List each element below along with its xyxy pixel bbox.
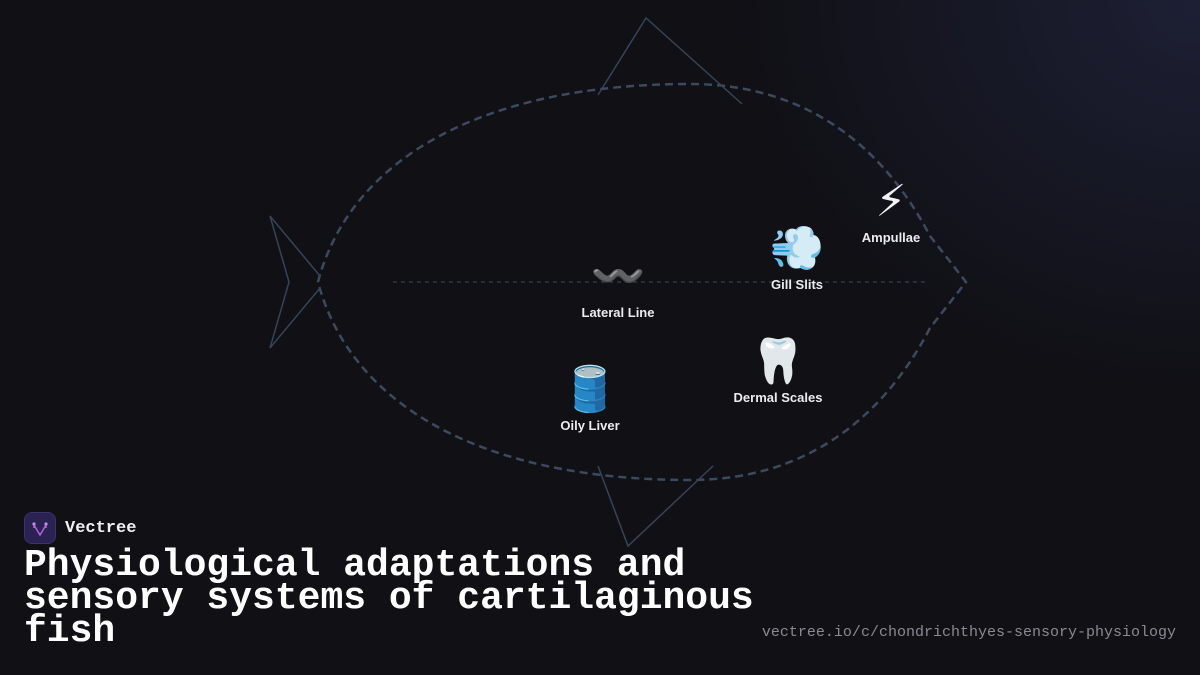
dash-wind-icon: 💨: [769, 223, 825, 274]
brand-name: Vectree: [65, 518, 137, 538]
organ-gill-slits: 💨 Gill Slits: [770, 223, 825, 292]
brand: Vectree: [24, 512, 136, 544]
organ-oily-liver: 🛢️ Oily Liver: [560, 364, 619, 433]
tail-fin: [269, 215, 321, 349]
page-title: Physiological adaptations and sensory sy…: [24, 544, 754, 653]
organ-label: Lateral Line: [581, 305, 655, 320]
oil-drum-icon: 🛢️: [562, 364, 618, 415]
pelvic-fin: [597, 465, 714, 548]
source-url: vectree.io/c/chondrichthyes-sensory-phys…: [761, 624, 1176, 641]
fish-body-outline: [316, 82, 968, 482]
tooth-icon: 🦷: [750, 336, 806, 387]
wavy-line-icon: 〰️: [590, 251, 646, 302]
organ-label: Ampullae: [861, 230, 921, 245]
organ-label: Dermal Scales: [733, 390, 823, 405]
dorsal-fin: [597, 16, 743, 105]
organ-dermal-scales: 🦷 Dermal Scales: [734, 336, 823, 405]
lightning-icon: ⚡: [875, 176, 907, 227]
vectree-logo-icon: [24, 512, 56, 544]
organ-lateral-line: 〰️ Lateral Line: [582, 251, 655, 320]
organ-label: Oily Liver: [560, 418, 620, 433]
organ-ampullae: ⚡ Ampullae: [862, 176, 921, 245]
organ-label: Gill Slits: [770, 277, 824, 292]
